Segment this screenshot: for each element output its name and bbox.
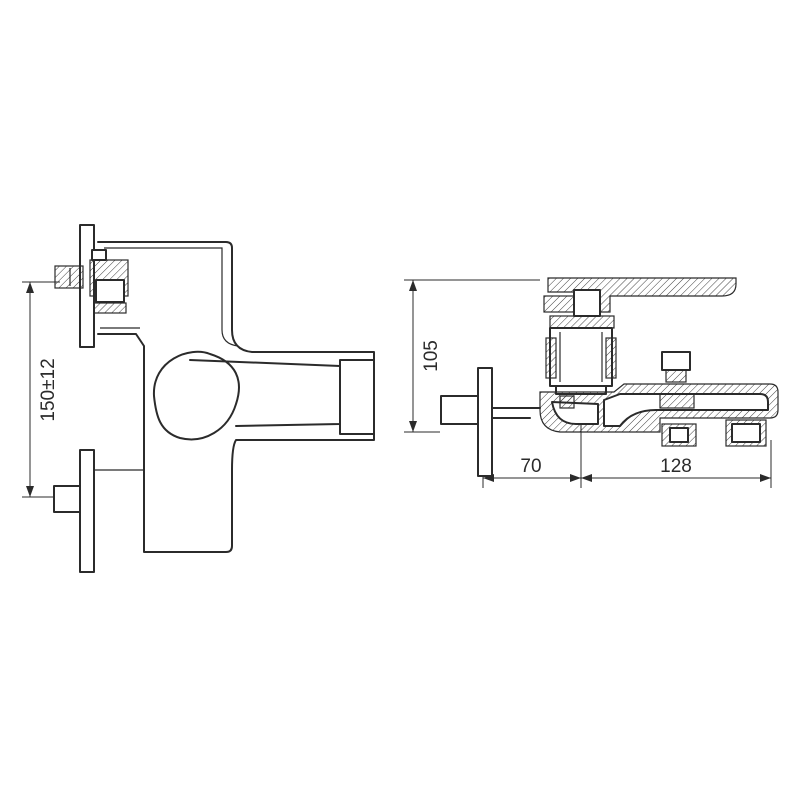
lever-handle bbox=[152, 350, 240, 441]
dimension-inlet-spacing: 150±12 bbox=[22, 281, 60, 498]
diverter-knob bbox=[659, 351, 697, 447]
front-view: 150±12 bbox=[22, 224, 375, 573]
dimension-label-inlet-spacing: 150±12 bbox=[38, 358, 59, 421]
side-wall-flange bbox=[477, 367, 493, 477]
mixer-body bbox=[97, 241, 375, 553]
side-view: 105 70 128 bbox=[404, 277, 779, 488]
cartridge bbox=[545, 315, 617, 395]
lower-inlet-stub bbox=[53, 485, 81, 513]
dimension-height: 105 bbox=[404, 279, 540, 433]
side-inlet-stub bbox=[440, 395, 479, 425]
dimension-label-spout-length: 128 bbox=[660, 456, 692, 477]
dimension-label-wall-offset: 70 bbox=[520, 456, 541, 477]
lower-wall-flange bbox=[79, 449, 95, 573]
spout-outlet bbox=[189, 359, 341, 427]
upper-inlet-connector bbox=[54, 249, 129, 314]
dimension-label-height: 105 bbox=[421, 340, 442, 372]
